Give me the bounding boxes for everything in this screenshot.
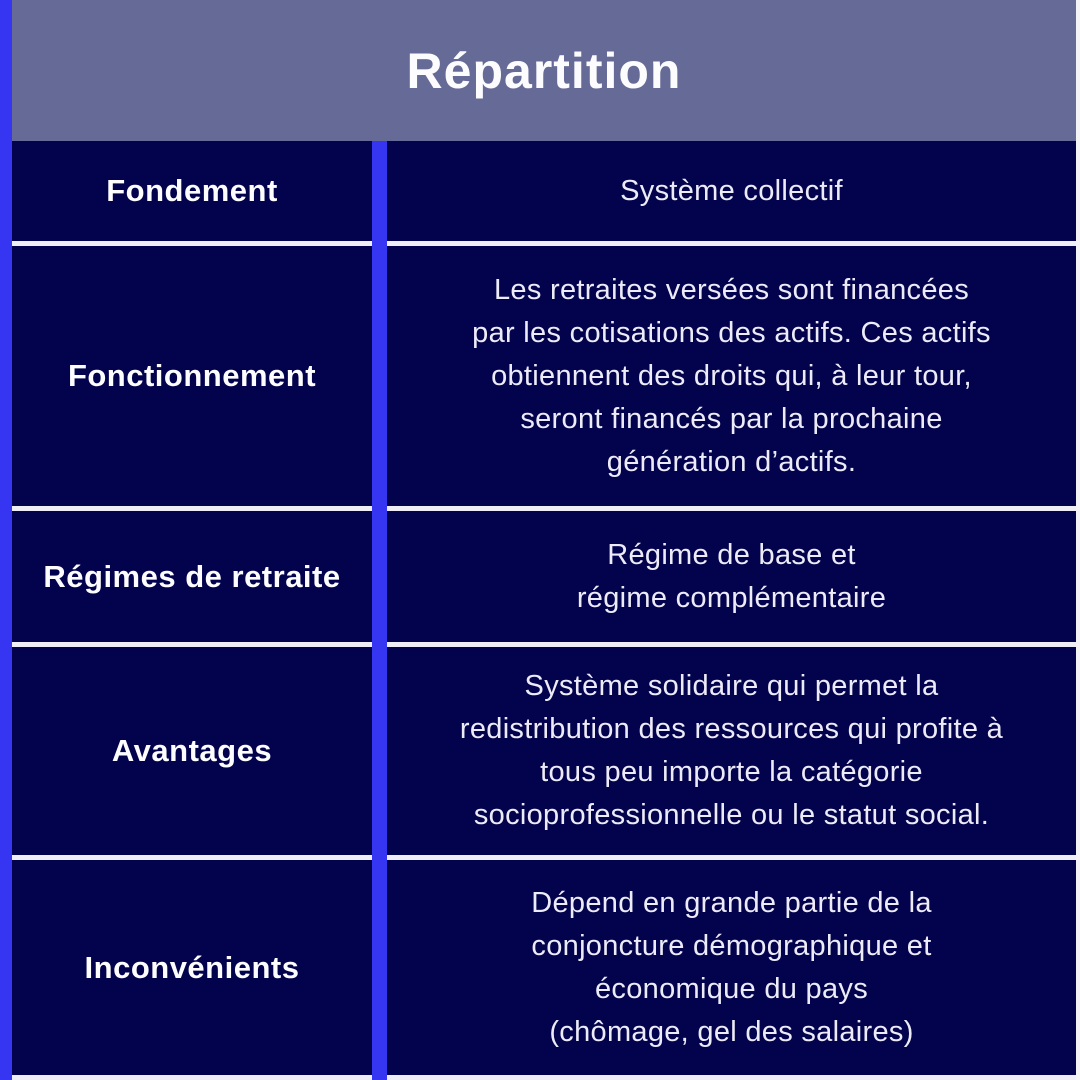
table-row-inconvenients: Inconvénients Dépend en grande partie de… [12, 860, 1076, 1080]
column-divider [372, 141, 387, 1080]
row-label-fondement: Fondement [106, 173, 278, 208]
row-label-regimes: Régimes de retraite [43, 558, 341, 594]
row-label-fonctionnement: Fonctionnement [67, 358, 317, 393]
row-label-avantages: Avantages [111, 733, 273, 768]
row-label-inconvenients: Inconvénients [84, 949, 300, 985]
row-content-fonctionnement: Les retraites versées sont financées par… [472, 273, 991, 478]
row-content-avantages: Système solidaire qui permet la redistri… [459, 670, 1004, 831]
table-row-fonctionnement: Fonctionnement Les retraites versées son… [12, 246, 1076, 511]
header-band: Répartition [12, 0, 1076, 141]
row-content-inconvenients: Dépend en grande partie de la conjonctur… [531, 886, 932, 1048]
row-content-fondement: Système collectif [620, 174, 843, 207]
right-edge-strip [1076, 0, 1080, 1080]
row-content-regimes: Régime de base et régime complémentaire [576, 538, 887, 614]
table-row-regimes: Régimes de retraite Régime de base et ré… [12, 511, 1076, 647]
comparison-table: Fondement Système collectif Fonctionneme… [12, 141, 1076, 1080]
page-title: Répartition [406, 42, 682, 99]
table-row-fondement: Fondement Système collectif [12, 141, 1076, 246]
left-accent-stripe [0, 0, 12, 1080]
table-row-avantages: Avantages Système solidaire qui permet l… [12, 647, 1076, 860]
